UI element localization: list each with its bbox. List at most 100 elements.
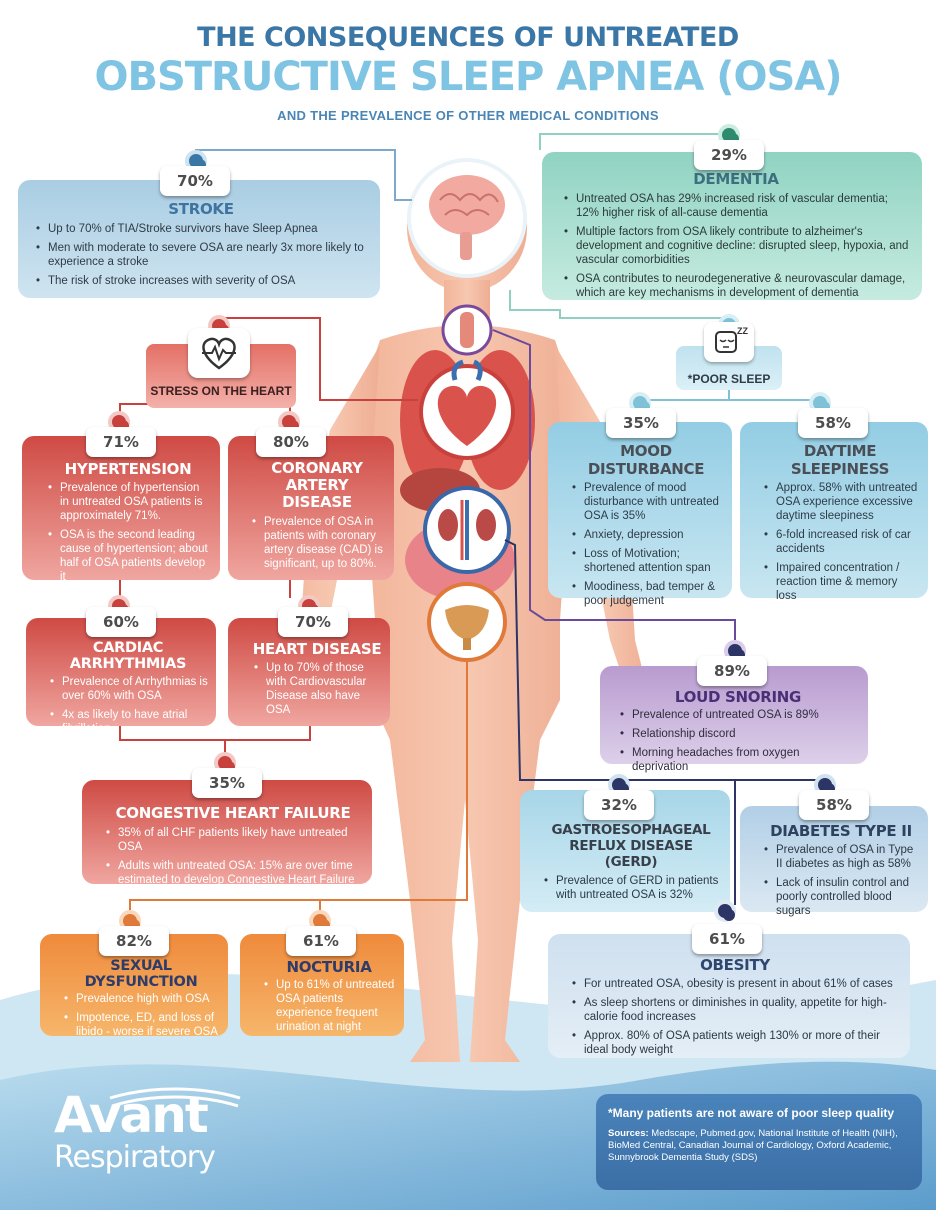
sources-panel: *Many patients are not aware of poor sle… — [596, 1094, 922, 1190]
mood-list: Prevalence of mood disturbance with untr… — [570, 481, 722, 608]
sexual-item-1: Prevalence high with OSA — [64, 992, 220, 1006]
sources-label: Sources: — [608, 1128, 649, 1139]
chf-title: CONGESTIVE HEART FAILURE — [115, 804, 351, 822]
logo-word-avant: Avant — [54, 1086, 209, 1144]
title-line-2: OBSTRUCTIVE SLEEP APNEA (OSA) — [94, 54, 842, 100]
snoring-item-3: Morning headaches from oxygen deprivatio… — [620, 746, 858, 774]
stroke-item-1: Up to 70% of TIA/Stroke survivors have S… — [36, 222, 368, 236]
diabetes-item-1: Prevalence of OSA in Type II diabetes as… — [764, 843, 920, 871]
obesity-percent: 61% — [692, 924, 762, 954]
hypertension-list: Prevalence of hypertension in untreated … — [46, 481, 210, 584]
cad-percent: 80% — [256, 427, 326, 457]
heart-pulse-icon — [188, 328, 250, 378]
arrhythmia-item-1: Prevalence of Arrhythmias is over 60% wi… — [50, 675, 208, 703]
mood-item-1: Prevalence of mood disturbance with untr… — [572, 481, 722, 523]
title-line-1: THE CONSEQUENCES OF UNTREATED — [197, 22, 739, 53]
daytime-list: Approx. 58% with untreated OSA experienc… — [762, 481, 918, 603]
stroke-item-2: Men with moderate to severe OSA are near… — [36, 241, 368, 269]
stress-title: STRESS ON THE HEART — [150, 384, 292, 398]
dementia-percent: 29% — [694, 140, 764, 170]
snoring-item-2: Relationship discord — [620, 727, 858, 741]
nocturia-card: NOCTURIA Up to 61% of untreated OSA pati… — [240, 934, 404, 1036]
obesity-title: OBESITY — [700, 956, 770, 974]
brain-circle — [407, 158, 527, 278]
snoring-percent: 89% — [697, 656, 767, 686]
sources-text: Sources: Medscape, Pubmed.gov, National … — [608, 1128, 910, 1164]
footer-note: *Many patients are not aware of poor sle… — [608, 1106, 895, 1120]
hypertension-title: HYPERTENSION — [64, 460, 192, 478]
cad-card: CORONARY ARTERY DISEASE Prevalence of OS… — [228, 436, 394, 580]
stroke-percent: 70% — [160, 166, 230, 196]
heart-disease-percent: 70% — [278, 607, 348, 637]
sexual-percent: 82% — [99, 926, 169, 956]
daytime-card: DAYTIME SLEEPINESS Approx. 58% with untr… — [740, 422, 928, 602]
kidney-circle — [423, 486, 511, 574]
gerd-title-2: REFLUX DISEASE — [569, 838, 693, 854]
obesity-list: For untreated OSA, obesity is present in… — [570, 977, 900, 1057]
cad-item-1: Prevalence of OSA in patients with coron… — [252, 515, 384, 571]
nocturia-title: NOCTURIA — [286, 958, 372, 976]
obesity-item-3: Approx. 80% of OSA patients weigh 130% o… — [572, 1029, 900, 1057]
mood-card: MOOD DISTURBANCE Prevalence of mood dist… — [548, 422, 732, 607]
gerd-percent: 32% — [584, 790, 654, 820]
daytime-item-2: 6-fold increased risk of car accidents — [764, 528, 918, 556]
daytime-percent: 58% — [798, 408, 868, 438]
dementia-item-2: Multiple factors from OSA likely contrib… — [564, 225, 910, 267]
nocturia-list: Up to 61% of untreated OSA patients expe… — [262, 978, 396, 1034]
daytime-item-3: Impaired concentration / reaction time &… — [764, 561, 918, 603]
arrhythmia-title: CARDIAC ARRHYTHMIAS — [69, 640, 187, 672]
chf-item-1: 35% of all CHF patients likely have untr… — [106, 826, 362, 854]
cad-title-1: CORONARY — [271, 459, 363, 477]
chf-percent: 35% — [192, 768, 262, 798]
obesity-card: OBESITY For untreated OSA, obesity is pr… — [548, 934, 910, 1058]
dementia-title: DEMENTIA — [693, 170, 779, 188]
gerd-title-3: (GERD) — [604, 854, 658, 870]
sexual-item-2: Impotence, ED, and loss of libido - wors… — [64, 1011, 220, 1039]
chf-item-2: Adults with untreated OSA: 15% are over … — [106, 859, 362, 887]
cad-title-2: ARTERY DISEASE — [282, 476, 352, 511]
hypertension-percent: 71% — [86, 427, 156, 457]
heart-disease-list: Up to 70% of those with Cardiovascular D… — [252, 661, 382, 717]
arrhythmia-percent: 60% — [86, 607, 156, 637]
snoring-list: Prevalence of untreated OSA is 89% Relat… — [618, 708, 858, 774]
daytime-item-1: Approx. 58% with untreated OSA experienc… — [764, 481, 918, 523]
dementia-item-3: OSA contributes to neurodegenerative & n… — [564, 272, 910, 300]
heart-disease-item-1: Up to 70% of those with Cardiovascular D… — [254, 661, 382, 717]
dementia-card: DEMENTIA Untreated OSA has 29% increased… — [542, 152, 922, 300]
mood-item-3: Loss of Motivation; shortened attention … — [572, 547, 722, 575]
chf-list: 35% of all CHF patients likely have untr… — [104, 826, 362, 887]
mood-percent: 35% — [606, 408, 676, 438]
gerd-title-1: GASTROESOPHAGEAL — [551, 822, 711, 838]
hypertension-card: HYPERTENSION Prevalence of hypertension … — [22, 436, 220, 583]
heart-disease-title: HEART DISEASE — [252, 640, 382, 658]
logo-word-respiratory: Respiratory — [54, 1140, 216, 1175]
logo-swoosh — [109, 1087, 241, 1108]
stroke-title: STROKE — [168, 200, 234, 218]
arrhythmia-item-2: 4x as likely to have atrial fibrillation — [50, 708, 208, 736]
gerd-list: Prevalence of GERD in patients with untr… — [542, 874, 720, 902]
diabetes-card: DIABETES TYPE II Prevalence of OSA in Ty… — [740, 806, 928, 917]
hypertension-item-1: Prevalence of hypertension in untreated … — [48, 481, 210, 523]
arrhythmia-list: Prevalence of Arrhythmias is over 60% wi… — [48, 675, 208, 736]
diabetes-title: DIABETES TYPE II — [770, 822, 912, 840]
diabetes-percent: 58% — [799, 790, 869, 820]
daytime-title: DAYTIME SLEEPINESS — [790, 442, 890, 478]
gerd-item-1: Prevalence of GERD in patients with untr… — [544, 874, 720, 902]
throat-circle — [441, 304, 493, 356]
sexual-list: Prevalence high with OSA Impotence, ED, … — [62, 992, 220, 1039]
bladder-circle — [427, 582, 507, 662]
diabetes-item-2: Lack of insulin control and poorly contr… — [764, 876, 920, 918]
dementia-item-1: Untreated OSA has 29% increased risk of … — [564, 192, 910, 220]
stroke-card: STROKE Up to 70% of TIA/Stroke survivors… — [18, 180, 380, 298]
hypertension-item-2: OSA is the second leading cause of hyper… — [48, 528, 210, 584]
avant-logo: Avant Respiratory — [54, 1086, 216, 1175]
cad-list: Prevalence of OSA in patients with coron… — [250, 515, 384, 571]
diabetes-list: Prevalence of OSA in Type II diabetes as… — [762, 843, 920, 918]
mood-item-4: Moodiness, bad temper & poor judgement — [572, 580, 722, 608]
sleeping-face-icon: ZZ — [704, 322, 754, 362]
mood-item-2: Anxiety, depression — [572, 528, 722, 542]
sleep-zz-text: ZZ — [737, 326, 748, 336]
obesity-item-2: As sleep shortens or diminishes in quali… — [572, 996, 900, 1024]
obesity-connector-dot — [714, 900, 736, 922]
nocturia-percent: 61% — [286, 926, 356, 956]
